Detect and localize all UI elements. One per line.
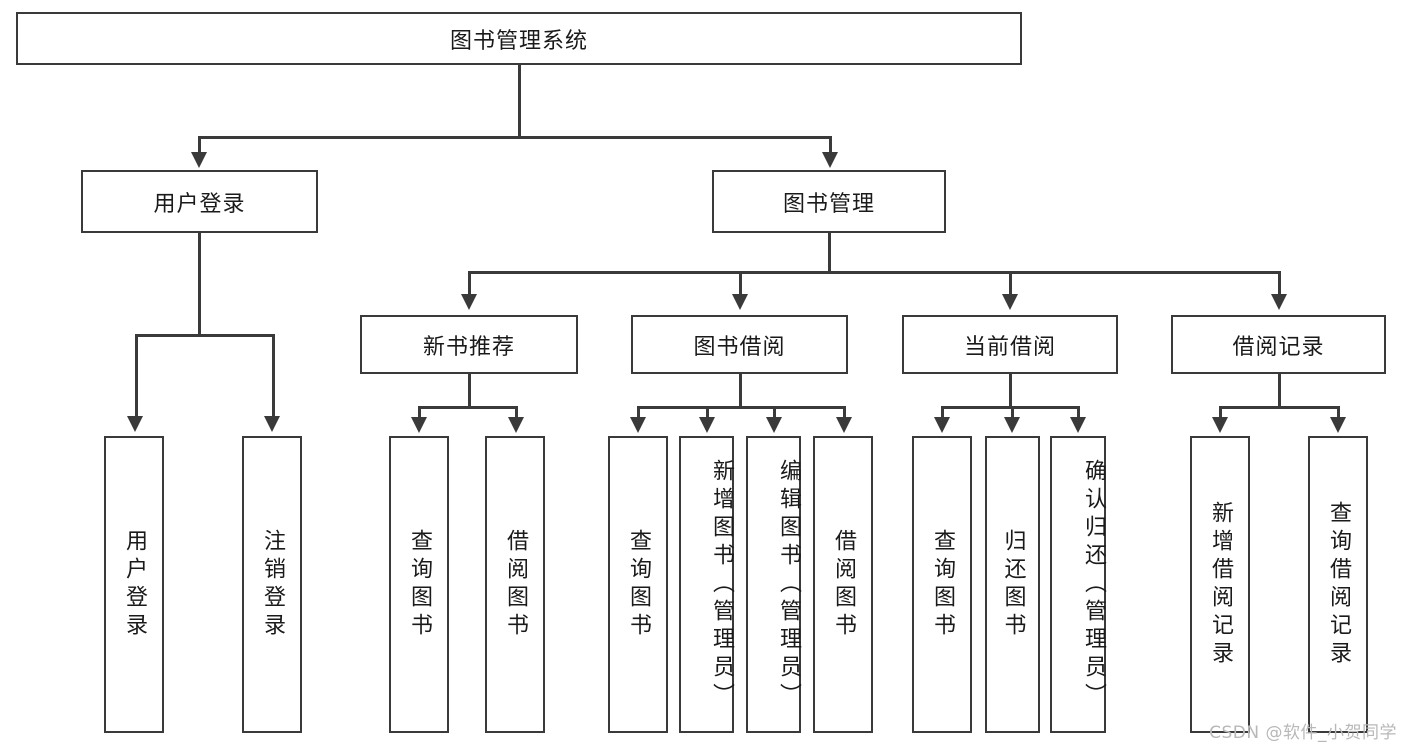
edge-new-book-stem xyxy=(468,374,471,408)
edge-book-management-stem xyxy=(828,233,831,273)
arrowhead-borrow-record xyxy=(1271,294,1287,310)
node-book-management[interactable]: 图书管理 xyxy=(712,170,946,233)
edge-root-bus xyxy=(198,136,831,139)
edge-current-borrow-stem xyxy=(1009,374,1012,408)
edge-bm-to-current-borrow xyxy=(1009,271,1012,299)
edge-current-borrow-bus xyxy=(941,406,1079,409)
node-label: 新增图书（管理员） xyxy=(709,458,734,711)
leaf-confirm-return-admin[interactable]: 确认归还（管理员） xyxy=(1050,436,1106,733)
edge-book-borrow-stem xyxy=(739,374,742,408)
node-label: 图书管理系统 xyxy=(449,28,588,54)
arrowhead-book-borrow xyxy=(732,294,748,310)
leaf-user-login[interactable]: 用户登录 xyxy=(104,436,164,733)
arrowhead-to-book-management xyxy=(822,152,838,168)
arrowhead-book-borrow-leaf-1 xyxy=(630,417,646,433)
edge-user-login-bus xyxy=(135,334,272,337)
node-label: 用户登录 xyxy=(122,528,147,641)
edge-user-login-stem xyxy=(198,233,201,336)
node-label: 借阅图书 xyxy=(503,528,528,641)
node-label: 借阅图书 xyxy=(831,528,856,641)
edge-current-borrow-to-leaf-3 xyxy=(1077,406,1080,420)
node-book-borrow[interactable]: 图书借阅 xyxy=(631,315,848,374)
node-label: 查询图书 xyxy=(626,528,651,641)
leaf-query-book-recommend[interactable]: 查询图书 xyxy=(389,436,449,733)
leaf-borrow-book-recommend[interactable]: 借阅图书 xyxy=(485,436,545,733)
edge-new-book-bus xyxy=(418,406,518,409)
node-label: 用户登录 xyxy=(153,191,246,217)
node-label: 查询借阅记录 xyxy=(1326,500,1351,669)
arrowhead-book-borrow-leaf-3 xyxy=(766,417,782,433)
edge-root-to-user-login xyxy=(198,136,201,158)
edge-book-management-bus xyxy=(468,271,1280,274)
leaf-add-book-admin[interactable]: 新增图书（管理员） xyxy=(679,436,734,733)
edge-borrow-record-bus xyxy=(1219,406,1338,409)
leaf-query-book-borrow[interactable]: 查询图书 xyxy=(608,436,668,733)
edge-root-stem xyxy=(518,65,521,137)
arrowhead-user-login-leaf-2 xyxy=(264,416,280,432)
arrowhead-book-borrow-leaf-4 xyxy=(836,417,852,433)
edge-user-login-to-leaf-1 xyxy=(135,334,138,420)
watermark: CSDN @软件_小贺同学 xyxy=(1209,723,1397,743)
arrowhead-user-login-leaf-1 xyxy=(127,416,143,432)
node-label: 查询图书 xyxy=(407,528,432,641)
node-label: 新书推荐 xyxy=(422,334,515,360)
node-label: 查询图书 xyxy=(930,528,955,641)
node-label: 图书管理 xyxy=(782,191,875,217)
edge-bm-to-new-book xyxy=(468,271,471,299)
node-label: 注销登录 xyxy=(260,528,285,641)
leaf-edit-book-admin[interactable]: 编辑图书（管理员） xyxy=(746,436,801,733)
node-label: 编辑图书（管理员） xyxy=(776,458,801,711)
edge-borrow-record-to-leaf-1 xyxy=(1219,406,1222,420)
edge-book-borrow-bus xyxy=(637,406,844,409)
leaf-add-borrow-record[interactable]: 新增借阅记录 xyxy=(1190,436,1250,733)
edge-user-login-to-leaf-2 xyxy=(272,334,275,420)
arrowhead-new-book-leaf-1 xyxy=(411,417,427,433)
arrowhead-to-user-login xyxy=(191,152,207,168)
edge-bm-to-book-borrow xyxy=(739,271,742,299)
node-label: 当前借阅 xyxy=(963,334,1056,360)
edge-book-borrow-to-leaf-3 xyxy=(773,406,776,420)
edge-current-borrow-to-leaf-2 xyxy=(1011,406,1014,420)
node-root-book-management-system[interactable]: 图书管理系统 xyxy=(16,12,1022,65)
arrowhead-borrow-record-leaf-1 xyxy=(1212,417,1228,433)
edge-book-borrow-to-leaf-1 xyxy=(637,406,640,420)
arrowhead-current-borrow-leaf-3 xyxy=(1070,417,1086,433)
arrowhead-new-book-recommend xyxy=(461,294,477,310)
arrowhead-current-borrow xyxy=(1002,294,1018,310)
node-label: 借阅记录 xyxy=(1232,334,1325,360)
arrowhead-current-borrow-leaf-2 xyxy=(1004,417,1020,433)
leaf-logout[interactable]: 注销登录 xyxy=(242,436,302,733)
edge-new-book-to-leaf-2 xyxy=(515,406,518,420)
node-label: 归还图书 xyxy=(1000,528,1026,641)
leaf-query-book-current[interactable]: 查询图书 xyxy=(912,436,972,733)
edge-current-borrow-to-leaf-1 xyxy=(941,406,944,420)
arrowhead-book-borrow-leaf-2 xyxy=(699,417,715,433)
node-current-borrow[interactable]: 当前借阅 xyxy=(902,315,1118,374)
node-user-login[interactable]: 用户登录 xyxy=(81,170,318,233)
node-borrow-record[interactable]: 借阅记录 xyxy=(1171,315,1386,374)
edge-borrow-record-stem xyxy=(1278,374,1281,408)
arrowhead-current-borrow-leaf-1 xyxy=(934,417,950,433)
node-new-book-recommend[interactable]: 新书推荐 xyxy=(360,315,578,374)
arrowhead-borrow-record-leaf-2 xyxy=(1330,417,1346,433)
node-label: 新增借阅记录 xyxy=(1208,500,1233,669)
edge-book-borrow-to-leaf-4 xyxy=(843,406,846,420)
leaf-return-book[interactable]: 归还图书 xyxy=(985,436,1040,733)
node-label: 确认归还（管理员） xyxy=(1081,458,1106,711)
edge-borrow-record-to-leaf-2 xyxy=(1337,406,1340,420)
edge-bm-to-borrow-record xyxy=(1278,271,1281,299)
edge-book-borrow-to-leaf-2 xyxy=(706,406,709,420)
leaf-borrow-book[interactable]: 借阅图书 xyxy=(813,436,873,733)
edge-new-book-to-leaf-1 xyxy=(418,406,421,420)
arrowhead-new-book-leaf-2 xyxy=(508,417,524,433)
edge-root-to-book-management xyxy=(829,136,832,158)
node-label: 图书借阅 xyxy=(693,334,786,360)
leaf-query-borrow-record[interactable]: 查询借阅记录 xyxy=(1308,436,1368,733)
